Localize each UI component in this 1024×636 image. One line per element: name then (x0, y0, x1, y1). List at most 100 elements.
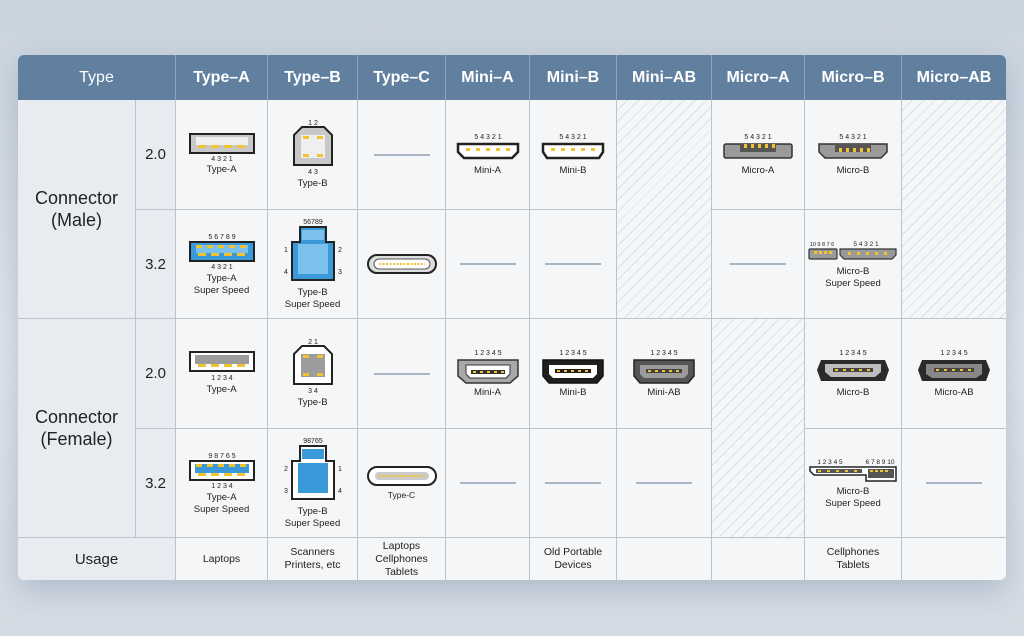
header-label: Type–C (373, 68, 430, 86)
pin-number: 2 (338, 247, 342, 254)
caption: Super Speed (284, 517, 341, 529)
usage-type-a: Laptops (176, 538, 268, 580)
header-label: Mini–AB (632, 68, 696, 86)
usage-text: Cellphones Tablets (826, 546, 880, 571)
connector-sub: (Female) (40, 429, 113, 449)
micro-ab-male-not-available (902, 100, 1006, 319)
type-a-female-2-0: 1 2 3 4 Type-A (176, 319, 268, 429)
micro-a-male-2-0: 5 4 3 2 1 Micro-A (712, 100, 805, 210)
type-c-female-icon (366, 465, 437, 486)
header-mini-a: Mini–A (446, 55, 530, 100)
caption: Type-C (387, 489, 416, 500)
caption: Micro-B (836, 265, 870, 277)
header-micro-ab: Micro–AB (902, 55, 1006, 100)
version-label: 2.0 (145, 146, 166, 163)
type-a-male-3-2: 5 6 7 8 9 4 3 2 1 Type-A Super Speed (176, 210, 268, 319)
connector-sub: (Male) (50, 210, 102, 230)
usage-type-c: Laptops Cellphones Tablets (358, 538, 446, 580)
row-label-male: Connector (Male) (18, 100, 136, 319)
caption: Super Speed (284, 298, 341, 310)
pin-numbers: 1 2 3 4 (211, 375, 233, 382)
type-a-ss-female-icon: 9 8 7 6 5 1 2 3 4 (188, 453, 255, 490)
caption: Mini-B (559, 387, 587, 398)
usage-label: Usage (18, 538, 176, 580)
header-mini-ab: Mini–AB (617, 55, 712, 100)
pin-numbers: 1 2 3 4 (211, 483, 233, 490)
pin-numbers: 5 4 3 2 1 (839, 134, 866, 141)
usage-mini-ab (617, 538, 712, 580)
type-b-female-icon: 2 1 3 4 (292, 339, 333, 395)
version-3-2: 3.2 (136, 429, 176, 538)
empty-dash (545, 263, 601, 265)
usage-text: Laptops (202, 552, 241, 565)
pin-numbers: 9 8 7 6 5 (208, 453, 235, 460)
mini-b-male-2-0: 5 4 3 2 1 Mini-B (530, 100, 617, 210)
caption: Mini-A (474, 387, 501, 398)
header-label: Micro–AB (916, 68, 992, 86)
caption: Type-B (297, 397, 328, 408)
micro-b-male-3-2: 10 9 8 7 6 5 4 3 2 1 Micro-B Super Speed (805, 210, 902, 319)
mini-a-male-icon: 5 4 3 2 1 (456, 134, 519, 160)
micro-b-ss-female-icon: 1 2 3 4 5 6 7 8 9 10 (809, 459, 897, 482)
usage-micro-b: Cellphones Tablets (805, 538, 902, 580)
pin-numbers: 5 4 3 2 1 (559, 134, 586, 141)
type-a-female-icon: 1 2 3 4 (188, 351, 255, 382)
mini-a-female-2-0: 1 2 3 4 5 Mini-A (446, 319, 530, 429)
type-c-male-icon (366, 254, 437, 274)
version-label: 3.2 (145, 255, 166, 273)
caption: Type-A (206, 272, 237, 284)
pin-number: 3 (284, 488, 288, 495)
empty-dash (459, 482, 516, 484)
caption: Micro-B (836, 165, 870, 176)
mini-ab-male-not-available (617, 100, 712, 319)
pin-numbers: 2 1 (308, 339, 318, 346)
usage-type-b: Scanners Printers, etc (268, 538, 358, 580)
micro-a-female-not-available (712, 319, 805, 538)
version-3-2: 3.2 (136, 210, 176, 319)
type-b-male-3-2: 56789 1 2 4 3 Type-B Super Speed (268, 210, 358, 319)
pin-numbers: 1 2 3 4 5 (839, 350, 866, 357)
type-a-female-3-2: 9 8 7 6 5 1 2 3 4 Type-A Super Speed (176, 429, 268, 538)
version-label: 2.0 (145, 365, 166, 382)
caption: Super Speed (193, 284, 250, 296)
mini-b-female-3-2-empty (530, 429, 617, 538)
usage-text: Old Portable Devices (543, 546, 603, 571)
empty-dash (373, 153, 430, 156)
usage-micro-a (712, 538, 805, 580)
pin-number: 4 (284, 269, 288, 276)
mini-b-female-2-0: 1 2 3 4 5 Mini-B (530, 319, 617, 429)
caption: Micro-B (836, 387, 870, 398)
empty-dash (545, 482, 601, 484)
pin-number: 1 (284, 247, 288, 254)
caption: Super Speed (825, 277, 881, 289)
type-a-male-icon: 4 3 2 1 (188, 133, 255, 163)
header-type-label: Type (79, 68, 114, 86)
pin-numbers: 6 7 8 9 10 (866, 459, 895, 466)
header-type-c: Type–C (358, 55, 446, 100)
usage-text: Laptops Cellphones Tablets (375, 539, 428, 578)
type-b-ss-female-icon: 98765 2 1 3 4 (284, 438, 342, 500)
micro-b-female-2-0: 1 2 3 4 5 Micro-B (805, 319, 902, 429)
usage-heading: Usage (74, 550, 119, 568)
caption: Micro-AB (934, 387, 974, 398)
usb-connector-table: Type Type–A Type–B Type–C Mini–A Mini–B … (18, 55, 1006, 580)
mini-a-male-3-2-empty (446, 210, 530, 319)
header-label: Type–A (193, 68, 250, 86)
header-type: Type (18, 55, 176, 100)
header-type-a: Type–A (176, 55, 268, 100)
pin-numbers: 5 4 3 2 1 (744, 134, 771, 141)
row-label-female: Connector (Female) (18, 319, 136, 538)
caption: Type-B (297, 505, 328, 517)
connector-label: Connector (34, 188, 119, 208)
pin-numbers: 1 2 3 4 5 (940, 350, 967, 357)
pin-numbers: 5 4 3 2 1 (853, 241, 879, 248)
micro-ab-female-icon: 1 2 3 4 5 (918, 350, 990, 381)
pin-numbers: 3 4 (308, 388, 318, 395)
version-label: 3.2 (145, 474, 166, 492)
type-a-ss-male-icon: 5 6 7 8 9 4 3 2 1 (188, 234, 255, 271)
mini-ab-female-3-2-empty (617, 429, 712, 538)
type-b-male-icon: 1 2 4 3 (292, 120, 333, 176)
micro-b-male-icon: 5 4 3 2 1 (818, 134, 888, 159)
connector-label: Connector (34, 407, 119, 427)
header-mini-b: Mini–B (530, 55, 617, 100)
